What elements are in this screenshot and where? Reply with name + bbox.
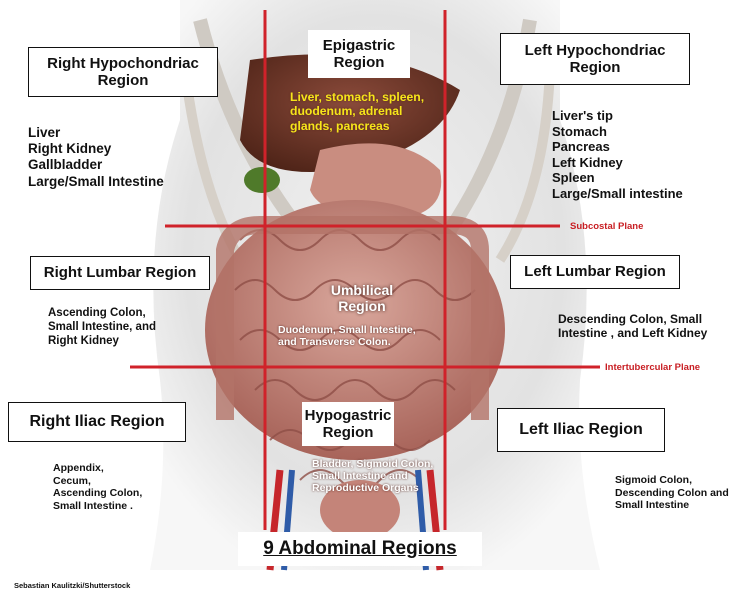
right-lumbar-label: Right Lumbar Region — [30, 256, 210, 290]
subcostal-plane-label: Subcostal Plane — [570, 221, 644, 232]
rib-right-2 — [495, 69, 555, 263]
hypogastric-organs: Bladder, Sigmoid Colon, Small Intestine … — [312, 458, 434, 495]
intertubercular-plane-label: Intertubercular Plane — [605, 362, 701, 373]
liver-shape — [240, 54, 460, 172]
umbilical-organs: Duodenum, Small Intestine, and Transvers… — [278, 324, 416, 349]
bladder-shape — [320, 480, 400, 540]
right-iliac-label: Right Iliac Region — [8, 402, 186, 442]
epigastric-organs: Liver, stomach, spleen, duodenum, adrena… — [290, 90, 425, 133]
left-iliac-label: Left Iliac Region — [497, 408, 665, 452]
right-hypochondriac-label: Right Hypochondriac Region — [28, 47, 218, 97]
right-lumbar-organs: Ascending Colon, Small Intestine, and Ri… — [48, 307, 156, 347]
diagram-title: 9 Abdominal Regions — [238, 532, 482, 566]
left-hypochondriac-label: Left Hypochondriac Region — [500, 33, 690, 85]
umbilical-label: Umbilical Region — [330, 281, 394, 314]
image-credit: Sebastian Kaulitzki/Shutterstock — [14, 581, 131, 590]
right-iliac-organs: Appendix, Cecum, Ascending Colon, Small … — [53, 462, 143, 512]
left-lumbar-label: Left Lumbar Region — [510, 255, 680, 289]
epigastric-label: Epigastric Region — [308, 30, 410, 78]
left-lumbar-organs: Descending Colon, Small Intestine , and … — [558, 312, 708, 341]
left-hypochondriac-organs: Liver's tip Stomach Pancreas Left Kidney… — [552, 108, 683, 201]
right-hypochondriac-organs: Liver Right Kidney Gallbladder Large/Sma… — [28, 125, 164, 189]
gallbladder-shape — [244, 167, 280, 193]
hypogastric-label: Hypogastric Region — [302, 402, 394, 446]
left-iliac-organs: Sigmoid Colon, Descending Colon and Smal… — [615, 474, 729, 512]
intestines-shape — [205, 200, 505, 460]
